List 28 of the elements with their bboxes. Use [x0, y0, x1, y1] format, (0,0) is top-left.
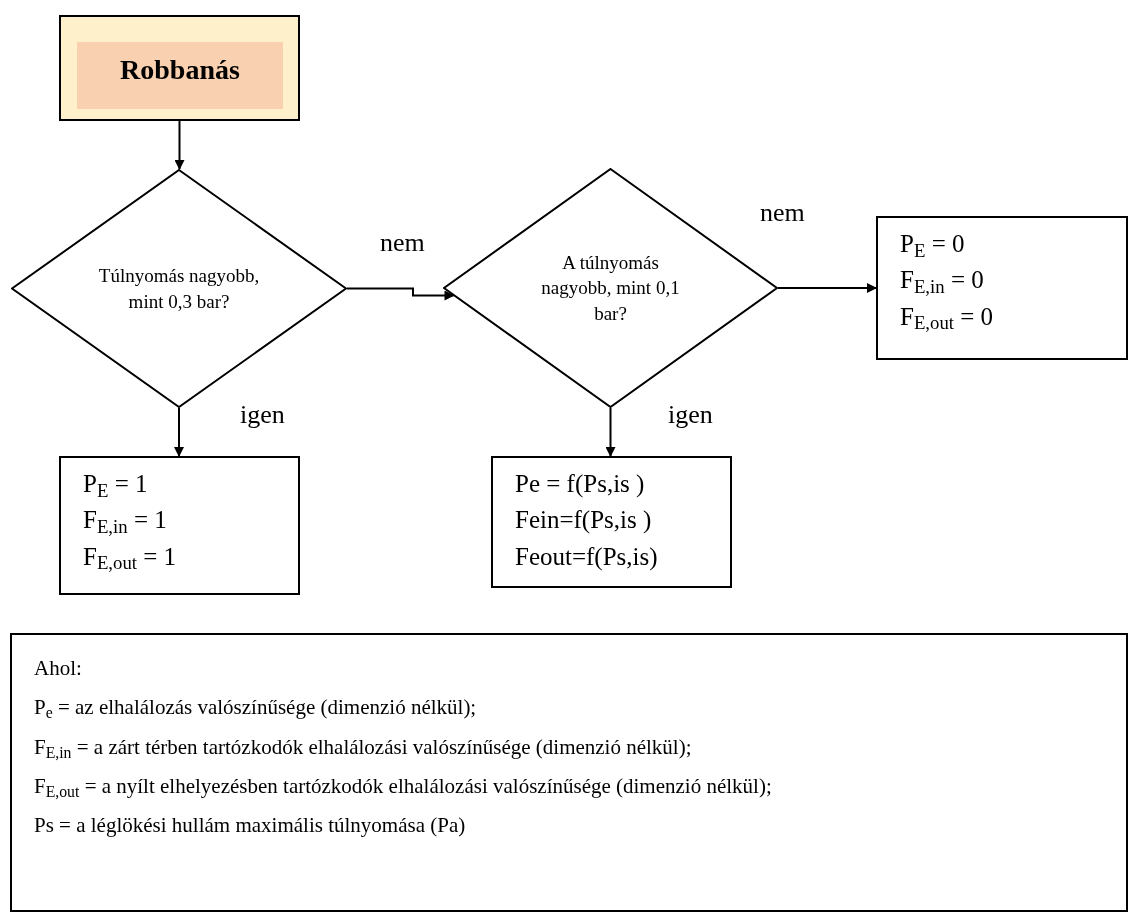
definition-text: F$_{E,out}$ = a nyílt elhelyezésben tartózkodók elhalálozási valószínűsége (dimenzió nélkül); — [34, 772, 773, 801]
arrow — [174, 120, 185, 170]
result-box — [876, 216, 1128, 360]
definition-text: Ps = a léglökési hullám maximális túlnyomása (Pa) — [34, 812, 467, 840]
formula-text: P$_{E}$ = 0 — [900, 229, 966, 263]
arrow — [174, 407, 184, 457]
arrow — [777, 283, 877, 293]
formula-text: Fein=f(Ps,is ) — [515, 505, 653, 536]
formula-text: Pe = f(Ps,is ) — [515, 469, 646, 500]
definition-text: P$_{e}$ = az elhalálozás valószínűsége (dimenzió nélkül); — [34, 694, 478, 722]
formula-text: F$_{E,in}$ = 0 — [900, 265, 985, 299]
arrow — [605, 407, 616, 457]
formula-text: F$_{E,out}$ = 0 — [900, 301, 995, 335]
start-label: Robbanás — [120, 53, 240, 87]
formula-text: P$_{E}$ = 1 — [83, 469, 149, 503]
result-box — [491, 456, 732, 588]
formula-text: Feout=f(Ps,is) — [515, 541, 659, 573]
definition-text: F$_{E,in}$ = a zárt térben tartózkodók elhalálozási valószínűsége (dimenzió nélkül); — [34, 733, 693, 761]
arrow — [346, 287, 455, 301]
note-box — [10, 633, 1128, 912]
decision-diamond — [11, 169, 347, 408]
start-box — [59, 15, 300, 121]
formula-text: F$_{E,out}$ = 1 — [83, 541, 178, 575]
definition-text: Ahol: — [34, 655, 83, 682]
decision-text: Túlnyomás nagyobb, mint 0,3 bar? — [97, 263, 261, 314]
result-box — [59, 456, 300, 595]
decision-text: A túlnyomás nagyobb, mint 0,1 bar? — [540, 250, 681, 326]
formula-text: F$_{E,in}$ = 1 — [83, 505, 168, 539]
